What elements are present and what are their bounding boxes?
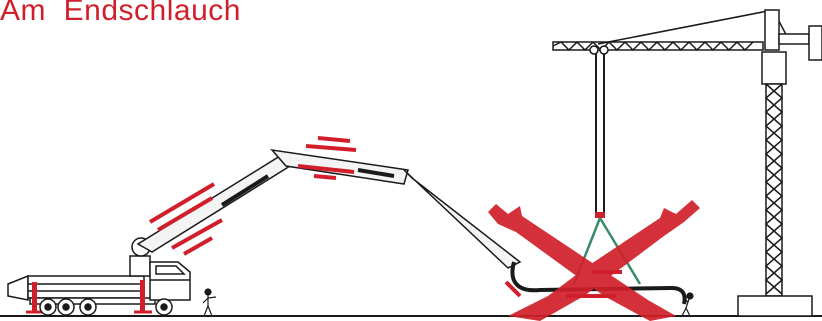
concrete-pump-truck-icon (7, 237, 191, 316)
motion-marks (148, 136, 622, 298)
operator-figure-icon (202, 288, 217, 317)
pump-boom (136, 148, 687, 305)
tower-crane-icon (552, 9, 822, 317)
page-title: Am Endschlauch (0, 0, 241, 27)
prohibited-cross-icon (488, 200, 700, 321)
worker-figure-icon (681, 292, 694, 317)
